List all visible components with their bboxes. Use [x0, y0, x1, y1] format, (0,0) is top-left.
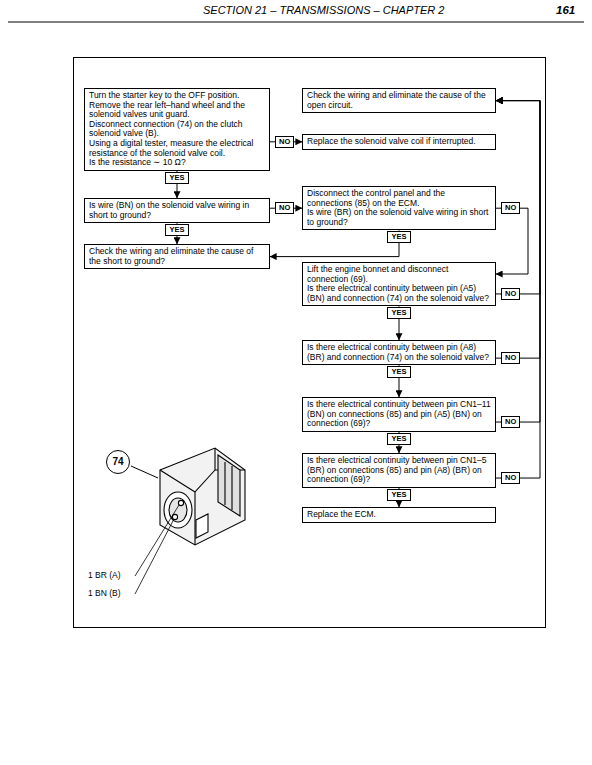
flow-arrow [496, 101, 540, 478]
header-rule [8, 22, 584, 23]
process-box: Replace the solenoid valve coil if inter… [302, 134, 496, 150]
box-text: Is wire (BN) on the solenoid valve wirin… [89, 201, 265, 220]
connector-drawing [160, 448, 245, 545]
answer-tag: YES [165, 224, 188, 236]
answer-tag: NO [501, 352, 520, 364]
answer-tag: NO [501, 416, 520, 428]
pin-label: 1 BR (A) [88, 570, 121, 580]
answer-tag: NO [501, 288, 520, 300]
leader-line [135, 505, 179, 576]
box-text: Using a digital tester, measure the elec… [89, 139, 265, 158]
answer-tag: NO [275, 136, 294, 148]
box-text: Disconnect connection (74) on the clutch… [89, 120, 265, 139]
answer-tag: YES [387, 231, 410, 243]
frame [74, 58, 546, 628]
answer-tag: YES [387, 366, 410, 378]
decision-box: Lift the engine bonnet and disconnect co… [302, 262, 496, 306]
answer-tag: YES [387, 433, 410, 445]
flow-arrow [496, 101, 540, 294]
decision-box: Is there electrical continuity between p… [302, 453, 496, 488]
page-header: SECTION 21 – TRANSMISSIONS – CHAPTER 2 [203, 4, 444, 16]
decision-box: Disconnect the control panel and the con… [302, 186, 496, 230]
page-header: 161 [556, 4, 575, 16]
box-text: Replace the solenoid valve coil if inter… [307, 137, 491, 147]
leader-line [135, 519, 174, 594]
process-box: Replace the ECM. [302, 507, 496, 523]
box-text: Remove the rear left–hand wheel and the … [89, 101, 265, 120]
answer-tag: YES [387, 489, 410, 501]
box-text: 74 [107, 451, 129, 473]
process-box: Check the wiring and eliminate the cause… [302, 88, 496, 113]
decision-box: Is wire (BN) on the solenoid valve wirin… [84, 198, 270, 223]
box-text: Is there electrical continuity between p… [307, 284, 491, 303]
answer-tag: NO [275, 202, 294, 214]
process-box: Turn the starter key to the OFF position… [84, 88, 270, 171]
decision-box: Is there electrical continuity between p… [302, 340, 496, 365]
box-text: Is wire (BR) on the solenoid valve wirin… [307, 208, 491, 227]
leader-line [131, 466, 158, 478]
box-text: Replace the ECM. [307, 510, 491, 520]
box-text: Disconnect the control panel and the con… [307, 189, 491, 208]
box-text: Is there electrical continuity between p… [307, 400, 491, 429]
callout-number: 74 [106, 450, 130, 474]
answer-tag: YES [387, 307, 410, 319]
answer-tag: NO [501, 202, 520, 214]
box-text: Lift the engine bonnet and disconnect co… [307, 265, 491, 284]
decision-box: Is there electrical continuity between p… [302, 397, 496, 432]
process-box: Check the wiring and eliminate the cause… [84, 244, 270, 269]
answer-tag: YES [165, 172, 188, 184]
box-text: Is there electrical continuity between p… [307, 456, 491, 485]
box-text: Turn the starter key to the OFF position… [89, 91, 265, 101]
flow-arrow [270, 230, 399, 256]
pin-label: 1 BN (B) [88, 588, 121, 598]
box-text: Check the wiring and eliminate the cause… [307, 91, 491, 110]
box-text: Is the resistance ∼ 10 Ω? [89, 158, 265, 168]
box-text: Is there electrical continuity between p… [307, 343, 491, 362]
box-text: Check the wiring and eliminate the cause… [89, 247, 265, 266]
flow-arrow [496, 101, 540, 359]
answer-tag: NO [501, 472, 520, 484]
flow-arrow [496, 101, 540, 422]
flow-arrow [496, 208, 528, 274]
